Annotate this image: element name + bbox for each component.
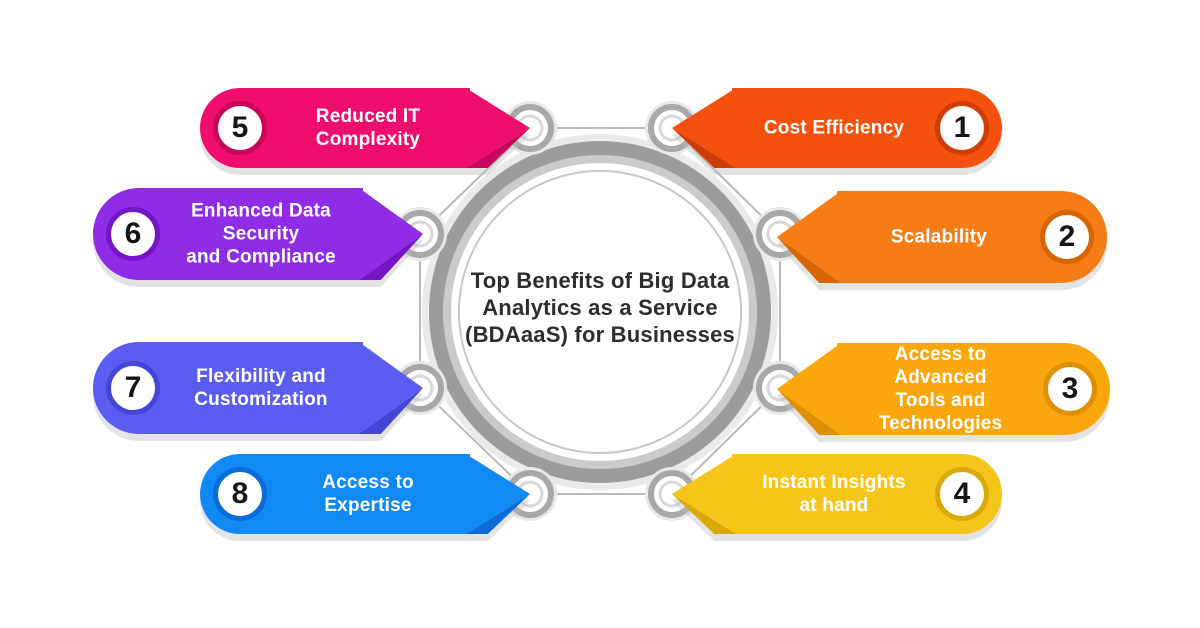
- benefit-number: 4: [935, 467, 989, 521]
- benefit-label: Flexibility and Customization: [194, 366, 328, 410]
- benefit-label: Cost Efficiency: [763, 117, 905, 139]
- benefit-number: 8: [213, 467, 267, 521]
- title-line-1: Top Benefits of Big Data: [470, 268, 730, 293]
- benefit-label: Access to Expertise: [322, 472, 414, 516]
- benefit-number: 7: [106, 361, 160, 415]
- benefit-banner-5: 5 Reduced IT Complexity: [200, 88, 530, 168]
- benefit-number: 6: [106, 207, 160, 261]
- title-line-3: (BDAaaS) for Businesses: [465, 322, 735, 347]
- benefit-number: 1: [935, 101, 989, 155]
- benefit-label: Access to Advanced Tools and Technologie…: [878, 344, 1003, 434]
- benefit-banner-6: 6 Enhanced Data Security and Compliance: [93, 188, 423, 280]
- benefit-label: Instant Insights at hand: [762, 472, 906, 516]
- benefit-banner-7: 7 Flexibility and Customization: [93, 342, 423, 434]
- center-circle: [422, 134, 778, 490]
- infographic-title: Top Benefits of Big Data Analytics as a …: [452, 267, 748, 348]
- benefit-banner-2: 2 Scalability: [777, 191, 1107, 283]
- benefit-banner-4: 4 Instant Insights at hand: [672, 454, 1002, 534]
- benefit-label: Scalability: [890, 226, 988, 248]
- title-line-2: Analytics as a Service: [482, 295, 718, 320]
- benefit-label: Enhanced Data Security and Compliance: [186, 200, 336, 268]
- benefit-number: 3: [1043, 362, 1097, 416]
- benefit-label: Reduced IT Complexity: [315, 106, 421, 150]
- benefit-number: 2: [1040, 210, 1094, 264]
- benefit-banner-3: 3 Access to Advanced Tools and Technolog…: [777, 343, 1110, 435]
- benefit-banner-1: 1 Cost Efficiency: [672, 88, 1002, 168]
- benefit-banner-8: 8 Access to Expertise: [200, 454, 530, 534]
- benefit-number: 5: [213, 101, 267, 155]
